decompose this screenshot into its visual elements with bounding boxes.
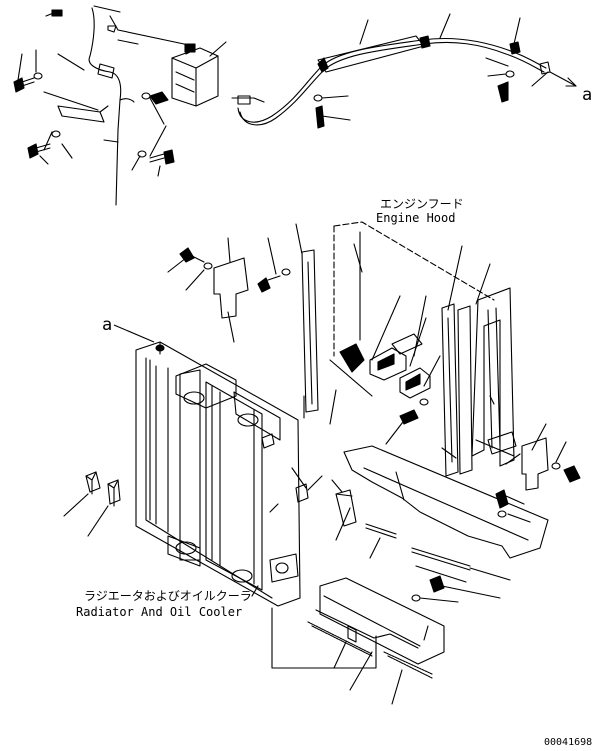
flow-arrow xyxy=(549,71,577,87)
bolt-right-2 xyxy=(313,94,325,129)
engine-hood-label-jp: エンジンフード xyxy=(380,197,464,211)
undercover-plate xyxy=(343,445,549,559)
bottom-plate xyxy=(319,577,445,665)
hose-clamp-1 xyxy=(317,57,329,73)
rubber-block-1 xyxy=(85,471,101,493)
radiator-oil-cooler xyxy=(135,341,323,607)
hose-clamp-2 xyxy=(419,35,431,49)
bottom-plate-assembly xyxy=(271,577,445,705)
bolt-left-2 xyxy=(27,130,61,159)
mount-bracket-right xyxy=(471,287,515,467)
reservoir-hose xyxy=(109,15,191,47)
overflow-hose xyxy=(88,7,122,206)
bolt-undercover-1 xyxy=(495,489,509,518)
radiator-core xyxy=(179,369,201,561)
reservoir-tank xyxy=(171,43,219,107)
mount-bracket-small xyxy=(521,437,549,491)
bolt-center-2 xyxy=(137,149,175,165)
hose-bracket xyxy=(57,105,109,123)
bolt-hood-2 xyxy=(257,268,291,293)
spacer-block-1 xyxy=(369,347,407,381)
bolt-undercover-2 xyxy=(411,575,445,602)
small-parts-left xyxy=(63,471,121,537)
engine-hood-label-en: Engine Hood xyxy=(376,211,455,225)
seal-strip-2 xyxy=(411,547,471,567)
reservoir-tank-assembly xyxy=(13,5,265,206)
reference-mark-a-top: a xyxy=(582,85,592,105)
angle-bracket xyxy=(335,489,357,527)
drawing-number: 00041698 xyxy=(544,737,592,748)
bolt-left-1 xyxy=(13,72,43,93)
reference-mark-a-left: a xyxy=(102,315,112,335)
seal-strip-1 xyxy=(365,523,397,535)
mount-bracket-left xyxy=(213,257,249,319)
seal-strip-left xyxy=(301,249,319,413)
seal-strip-3 xyxy=(415,565,467,583)
radiator-label-jp: ラジエータおよびオイルクーラ xyxy=(84,589,252,603)
radiator-label-en: Radiator And Oil Cooler xyxy=(76,605,242,619)
diagram-labels: エンジンフード Engine Hood ラジエータおよびオイルクーラ Radia… xyxy=(76,85,592,748)
seal-strip-right xyxy=(441,303,459,477)
hose-clamp-3 xyxy=(509,41,521,55)
spacer-block-2 xyxy=(391,333,431,399)
rubber-block-2 xyxy=(107,479,121,505)
hood-outline xyxy=(333,221,495,301)
drain-hose-assembly xyxy=(237,13,577,129)
drain-hose xyxy=(237,37,547,123)
clip-bracket xyxy=(97,63,115,79)
bolt-center-1 xyxy=(141,91,169,105)
undercover-assembly xyxy=(331,445,549,603)
engine-hood-frame xyxy=(167,221,581,491)
bolt-hood-3 xyxy=(551,462,581,483)
bolt-right-1 xyxy=(497,70,515,103)
